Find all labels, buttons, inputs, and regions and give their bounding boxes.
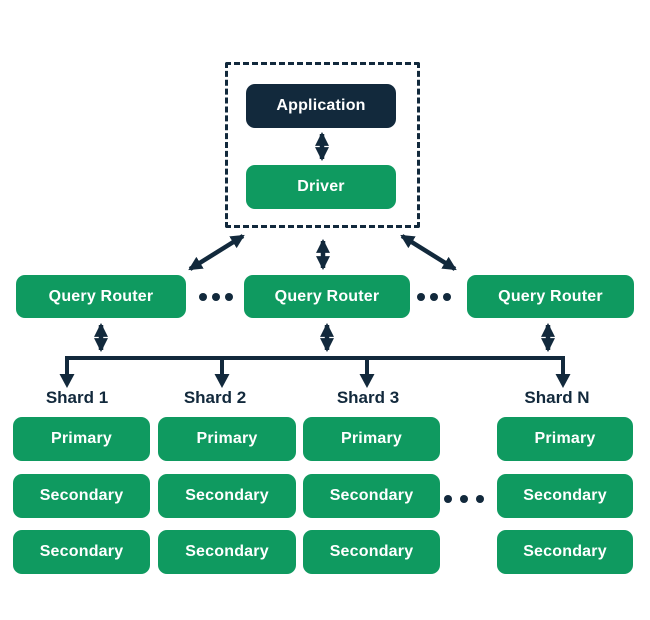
shard-label-2: Shard 2 — [183, 388, 247, 407]
bus-shard-arrowhead-4 — [555, 374, 571, 388]
bus-line — [65, 356, 565, 376]
shardN-secondary-node-2: Secondary — [497, 530, 633, 574]
shard3-secondary-node-1: Secondary — [303, 474, 440, 518]
router-ellipsis-icon-left — [199, 293, 233, 301]
shardN-primary-node: Primary — [497, 417, 633, 461]
shard-label-3: Shard 3 — [336, 388, 400, 407]
shard2-secondary-node-2: Secondary — [158, 530, 296, 574]
client-router-arrow-right — [400, 234, 457, 271]
query-router-node-3: Query Router — [467, 275, 634, 318]
shard-label-1: Shard 1 — [45, 388, 109, 407]
bus-shard-arrowhead-2 — [214, 374, 230, 388]
bus-shard-arrowhead-3 — [359, 374, 375, 388]
shard-label-4: Shard N — [524, 388, 590, 407]
shard2-primary-node: Primary — [158, 417, 296, 461]
application-node: Application — [246, 84, 396, 128]
driver-node: Driver — [246, 165, 396, 209]
shard-ellipsis-icon — [444, 495, 484, 503]
shard3-secondary-node-2: Secondary — [303, 530, 440, 574]
shard1-secondary-node-1: Secondary — [13, 474, 150, 518]
client-group-box — [225, 62, 420, 228]
query-router-node-2: Query Router — [244, 275, 410, 318]
shard3-primary-node: Primary — [303, 417, 440, 461]
bus-shard-arrowhead-1 — [59, 374, 75, 388]
client-router-arrow-left — [188, 234, 245, 271]
shard2-secondary-node-1: Secondary — [158, 474, 296, 518]
shard1-primary-node: Primary — [13, 417, 150, 461]
shardN-secondary-node-1: Secondary — [497, 474, 633, 518]
shard1-secondary-node-2: Secondary — [13, 530, 150, 574]
query-router-node-1: Query Router — [16, 275, 186, 318]
router-ellipsis-icon-right — [417, 293, 451, 301]
